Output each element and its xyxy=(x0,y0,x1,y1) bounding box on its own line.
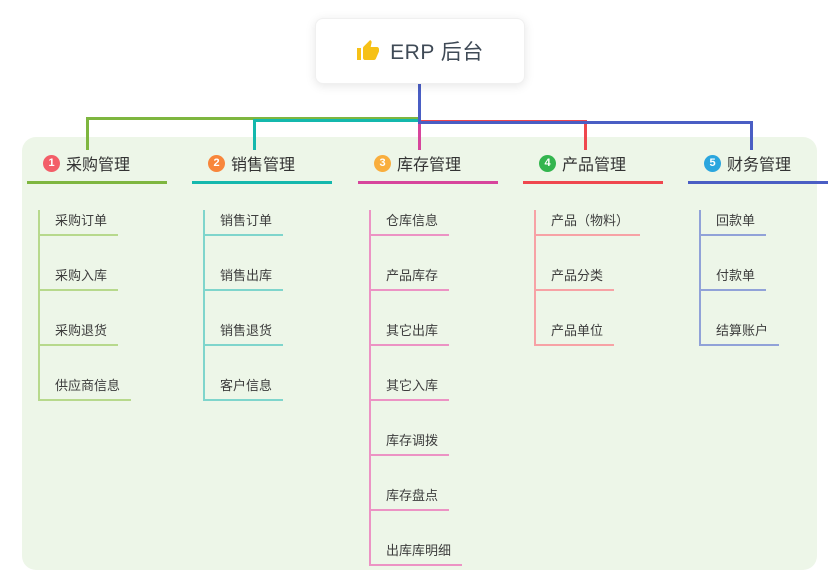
root-node-erp[interactable]: ERP 后台 xyxy=(315,18,525,84)
child-node[interactable]: 销售订单 xyxy=(205,210,284,236)
branch-column-4: 4 产品管理 产品（物料） 产品分类产品单位 xyxy=(523,148,673,346)
child-node[interactable]: 出库库明细 xyxy=(371,540,463,566)
connector-branch-2 xyxy=(253,119,421,122)
branch-node-label: 产品管理 xyxy=(562,157,627,174)
child-node[interactable]: 结算账户 xyxy=(701,320,780,346)
branch-node-label: 采购管理 xyxy=(66,157,131,174)
branch-column-5: 5 财务管理 回款单付款单结算账户 xyxy=(688,148,838,346)
connector-branch-5 xyxy=(417,121,753,124)
child-node[interactable]: 采购入库 xyxy=(40,265,119,291)
child-node[interactable]: 回款单 xyxy=(701,210,767,236)
connector-drop-1 xyxy=(86,117,89,150)
connector-drop-3 xyxy=(417,121,421,150)
branch-number-badge: 4 xyxy=(539,154,556,172)
branch-number-badge: 5 xyxy=(704,154,721,172)
branch-column-2: 2 销售管理 销售订单销售出库销售退货客户信息 xyxy=(192,148,342,401)
branch-number-badge: 1 xyxy=(43,154,60,172)
branch-children: 产品（物料） 产品分类产品单位 xyxy=(534,210,641,346)
branch-children: 采购订单采购入库采购退货供应商信息 xyxy=(38,210,132,401)
child-node[interactable]: 采购订单 xyxy=(40,210,119,236)
child-node[interactable]: 产品单位 xyxy=(536,320,615,346)
branch-column-1: 1 采购管理 采购订单采购入库采购退货供应商信息 xyxy=(27,148,177,401)
branch-children: 销售订单销售出库销售退货客户信息 xyxy=(203,210,284,401)
connector-branch-1 xyxy=(86,117,421,120)
branch-node-5[interactable]: 5 财务管理 xyxy=(688,148,828,184)
child-node[interactable]: 供应商信息 xyxy=(40,375,132,401)
connector-drop-5 xyxy=(750,121,753,150)
branch-node-label: 库存管理 xyxy=(397,157,462,174)
branch-number-badge: 2 xyxy=(208,154,225,172)
thumbs-up-icon xyxy=(357,40,380,60)
child-node[interactable]: 其它出库 xyxy=(371,320,450,346)
branches-panel xyxy=(22,137,817,570)
child-node[interactable]: 产品（物料） xyxy=(536,210,641,236)
child-node[interactable]: 销售出库 xyxy=(205,265,284,291)
branch-node-3[interactable]: 3 库存管理 xyxy=(358,148,498,184)
branch-node-label: 财务管理 xyxy=(727,157,792,174)
branch-number-badge: 3 xyxy=(374,154,391,172)
branch-node-1[interactable]: 1 采购管理 xyxy=(27,148,167,184)
branch-node-label: 销售管理 xyxy=(231,157,296,174)
connector-root xyxy=(417,82,421,124)
branch-node-2[interactable]: 2 销售管理 xyxy=(192,148,332,184)
connector-drop-2 xyxy=(253,119,256,150)
child-node[interactable]: 采购退货 xyxy=(40,320,119,346)
child-node[interactable]: 客户信息 xyxy=(205,375,284,401)
branch-column-3: 3 库存管理 仓库信息产品库存其它出库其它入库库存调拨库存盘点出库库明细 xyxy=(358,148,508,566)
child-node[interactable]: 其它入库 xyxy=(371,375,450,401)
child-node[interactable]: 销售退货 xyxy=(205,320,284,346)
connector-drop-4 xyxy=(584,120,587,150)
child-node[interactable]: 库存调拨 xyxy=(371,430,450,456)
branch-children: 回款单付款单结算账户 xyxy=(699,210,780,346)
child-node[interactable]: 产品分类 xyxy=(536,265,615,291)
child-node[interactable]: 仓库信息 xyxy=(371,210,450,236)
child-node[interactable]: 产品库存 xyxy=(371,265,450,291)
branch-children: 仓库信息产品库存其它出库其它入库库存调拨库存盘点出库库明细 xyxy=(369,210,463,566)
child-node[interactable]: 库存盘点 xyxy=(371,485,450,511)
child-node[interactable]: 付款单 xyxy=(701,265,767,291)
root-node-label: ERP 后台 xyxy=(390,41,484,64)
branch-node-4[interactable]: 4 产品管理 xyxy=(523,148,663,184)
